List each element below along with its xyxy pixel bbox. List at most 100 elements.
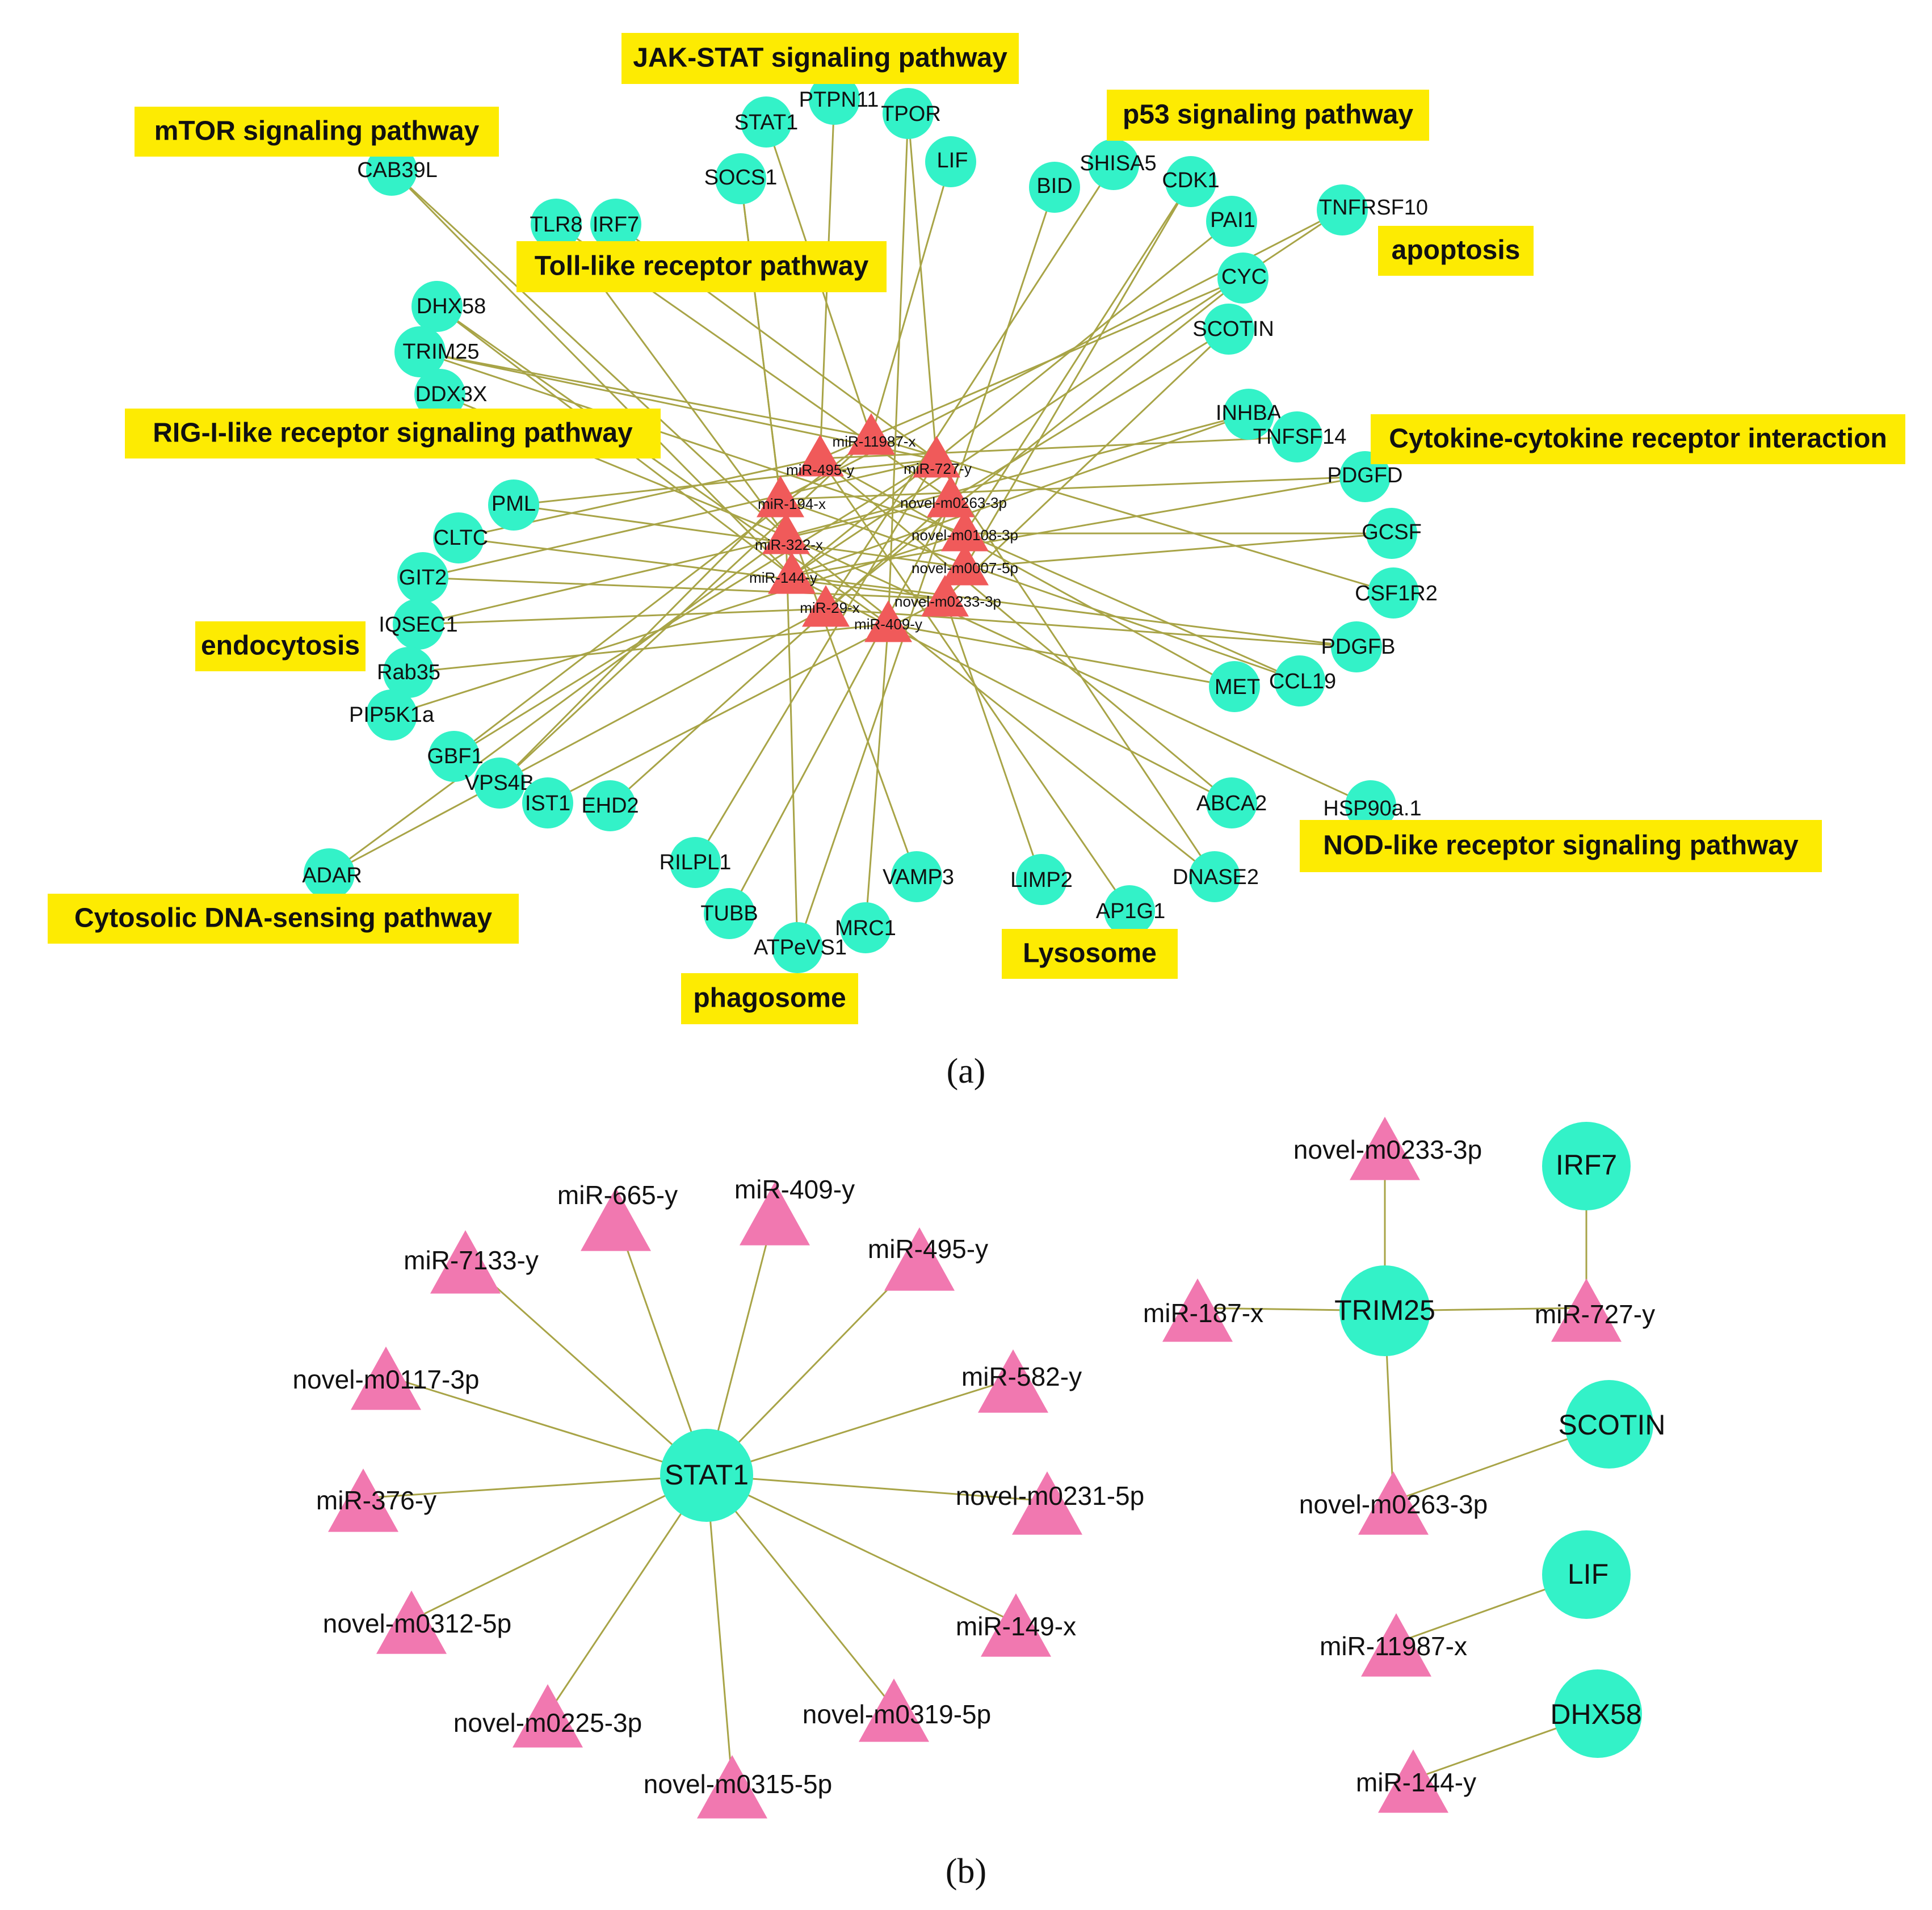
gene-circle [383,647,434,698]
mirna-node-novel-m0108-3p[interactable]: novel-m0108-3p [912,510,1018,552]
mirna-node-b-mir-582-y[interactable]: miR-582-y [961,1349,1082,1413]
mirna-node-b-novel-m0117-3p[interactable]: novel-m0117-3p [292,1347,480,1410]
mirna-node-mir-322-x[interactable]: miR-322-x [755,512,823,554]
mirna-node-novel-m0263-3p[interactable]: novel-m0263-3p [900,476,1007,518]
gene-node-lif[interactable]: LIF [925,136,976,187]
hub-gene-node-trim25[interactable]: TRIM25 [1334,1265,1435,1356]
gene-node-abca2[interactable]: ABCA2 [1196,777,1267,828]
pathway-box [1371,414,1905,464]
mirna-node-b-novel-m0312-5p[interactable]: novel-m0312-5p [323,1591,511,1654]
mirna-node-mir-727-y[interactable]: miR-727-y [904,436,972,478]
edge-a-mir-322-x-adar [329,535,787,875]
gene-node-cltc[interactable]: CLTC [433,512,488,563]
mirna-node-b-mir-7133-y[interactable]: miR-7133-y [404,1230,539,1294]
edge-a-mir-11987-x-gbf1 [453,436,872,758]
pathway-label-endocytosis: endocytosis [195,621,366,671]
mirna-node-mir-495-y[interactable]: miR-495-y [786,435,854,478]
mirna-triangle [981,1593,1051,1657]
gene-node-pip5k1a[interactable]: PIP5K1a [349,689,435,741]
gene-node-gbf1[interactable]: GBF1 [427,731,484,782]
hub-gene-label-trim25: TRIM25 [1334,1294,1435,1326]
mirna-node-b-mir-665-y[interactable]: miR-665-y [557,1180,678,1251]
gene-node-csf1r2[interactable]: CSF1R2 [1355,567,1438,619]
gene-node-rab35[interactable]: Rab35 [377,647,440,698]
gene-node-adar[interactable]: ADAR [302,848,362,899]
gene-node-ddx3x[interactable]: DDX3X [414,369,487,420]
gene-node-hsp90a-1[interactable]: HSP90a.1 [1323,780,1422,831]
gene-node-rilpl1[interactable]: RILPL1 [660,837,732,888]
hub-gene-node-lif[interactable]: LIF [1542,1530,1631,1619]
gene-node-limp2[interactable]: LIMP2 [1010,854,1073,905]
gene-node-bid[interactable]: BID [1029,162,1080,213]
mirna-node-b-novel-m0225-3p[interactable]: novel-m0225-3p [453,1684,642,1748]
mirna-node-b-mir-11987-x[interactable]: miR-11987-x [1320,1613,1467,1677]
gene-circle [1542,1122,1631,1210]
mirna-node-novel-m0233-3p[interactable]: novel-m0233-3p [894,575,1001,617]
mirna-node-b-novel-m0231-5p[interactable]: novel-m0231-5p [956,1471,1144,1535]
mirna-node-novel-m0007-5p[interactable]: novel-m0007-5p [912,544,1018,586]
mirna-node-mir-144-y[interactable]: miR-144-y [749,552,817,594]
gene-node-tubb[interactable]: TUBB [700,888,758,939]
gene-node-shisa5[interactable]: SHISA5 [1080,139,1157,190]
mirna-node-b-novel-m0319-5p[interactable]: novel-m0319-5p [803,1678,991,1742]
gene-node-git2[interactable]: GIT2 [397,552,448,603]
mirna-node-b-mir-149-x[interactable]: miR-149-x [956,1593,1076,1657]
gene-node-ap1g1[interactable]: AP1G1 [1096,885,1166,936]
gene-node-scotin[interactable]: SCOTIN [1192,304,1274,355]
mirna-node-b-mir-409-y[interactable]: miR-409-y [734,1175,855,1246]
mirna-node-b-mir-376-y[interactable]: miR-376-y [316,1469,436,1532]
gene-node-cyc[interactable]: CYC [1217,253,1269,304]
pathway-label-rig-i-like-receptor-signaling-pathway: RIG-I-like receptor signaling pathway [125,409,661,458]
gene-node-socs1[interactable]: SOCS1 [704,153,778,204]
gene-node-cdk1[interactable]: CDK1 [1162,156,1220,207]
gene-node-tnfsf14[interactable]: TNFSF14 [1253,411,1347,462]
pathway-label-cytosolic-dna-sensing-pathway: Cytosolic DNA-sensing pathway [48,894,519,944]
gene-node-ist1[interactable]: IST1 [522,777,573,828]
gene-node-trim25[interactable]: TRIM25 [394,326,480,377]
mirna-node-b-mir-495-y[interactable]: miR-495-y [868,1227,988,1291]
mirna-node-b-novel-m0263-3p[interactable]: novel-m0263-3p [1299,1471,1488,1535]
gene-node-tlr8[interactable]: TLR8 [530,199,583,250]
mirna-node-b-novel-m0315-5p[interactable]: novel-m0315-5p [644,1755,832,1819]
gene-node-tpor[interactable]: TPOR [881,88,941,139]
mirna-node-mir-409-y[interactable]: miR-409-y [854,600,922,642]
mirna-node-b-mir-187-x[interactable]: miR-187-x [1143,1278,1263,1342]
pathway-label-toll-like-receptor-pathway: Toll-like receptor pathway [516,241,887,292]
mirna-node-b-mir-727-y[interactable]: miR-727-y [1535,1278,1655,1342]
gene-node-pai1[interactable]: PAI1 [1206,196,1257,247]
gene-node-cab39l[interactable]: CAB39L [357,145,438,196]
gene-node-vamp3[interactable]: VAMP3 [883,851,954,902]
mirna-node-b-novel-m0233-3p[interactable]: novel-m0233-3p [1293,1117,1482,1180]
gene-node-met[interactable]: MET [1209,661,1260,712]
mirna-node-b-mir-144-y[interactable]: miR-144-y [1356,1749,1476,1813]
gene-node-ptpn11[interactable]: PTPN11 [799,74,879,125]
edge-a-mir-194-x-socs1 [740,178,782,500]
gene-node-stat1[interactable]: STAT1 [734,96,799,148]
mirna-node-mir-29-x[interactable]: miR-29-x [800,585,860,627]
mirna-node-mir-11987-x[interactable]: miR-11987-x [833,413,916,455]
gene-node-ccl19[interactable]: CCL19 [1269,655,1336,706]
gene-node-mrc1[interactable]: MRC1 [835,902,896,953]
gene-node-dnase2[interactable]: DNASE2 [1173,851,1259,902]
gene-node-dhx58[interactable]: DHX58 [411,281,486,332]
hub-gene-node-scotin[interactable]: SCOTIN [1559,1380,1666,1469]
edge-b-stat1-novel-m0312-5p [411,1474,707,1621]
gene-node-ehd2[interactable]: EHD2 [581,780,639,831]
gene-node-gcsf[interactable]: GCSF [1362,508,1422,559]
gene-node-tnfrsf10[interactable]: TNFRSF10 [1317,184,1428,235]
gene-node-atpevs1[interactable]: ATPeVS1 [754,922,847,973]
gene-node-vps4b[interactable]: VPS4B [465,758,535,809]
hub-gene-node-irf7[interactable]: IRF7 [1542,1122,1631,1210]
mirna-triangle [740,1182,810,1246]
gene-node-pml[interactable]: PML [488,479,539,531]
pathway-text: apoptosis [1392,235,1521,266]
gene-node-inhba[interactable]: INHBA [1216,389,1282,440]
hub-gene-node-stat1[interactable]: STAT1 [660,1429,753,1522]
mirna-node-mir-194-x[interactable]: miR-194-x [757,476,826,518]
gene-circle [772,922,823,973]
gene-node-pdgfb[interactable]: PDGFB [1321,621,1396,672]
hub-gene-node-dhx58[interactable]: DHX58 [1550,1669,1642,1758]
gene-node-iqsec1[interactable]: IQSEC1 [379,599,458,650]
gene-label-pml: PML [492,492,536,516]
gene-node-irf7[interactable]: IRF7 [590,199,641,250]
